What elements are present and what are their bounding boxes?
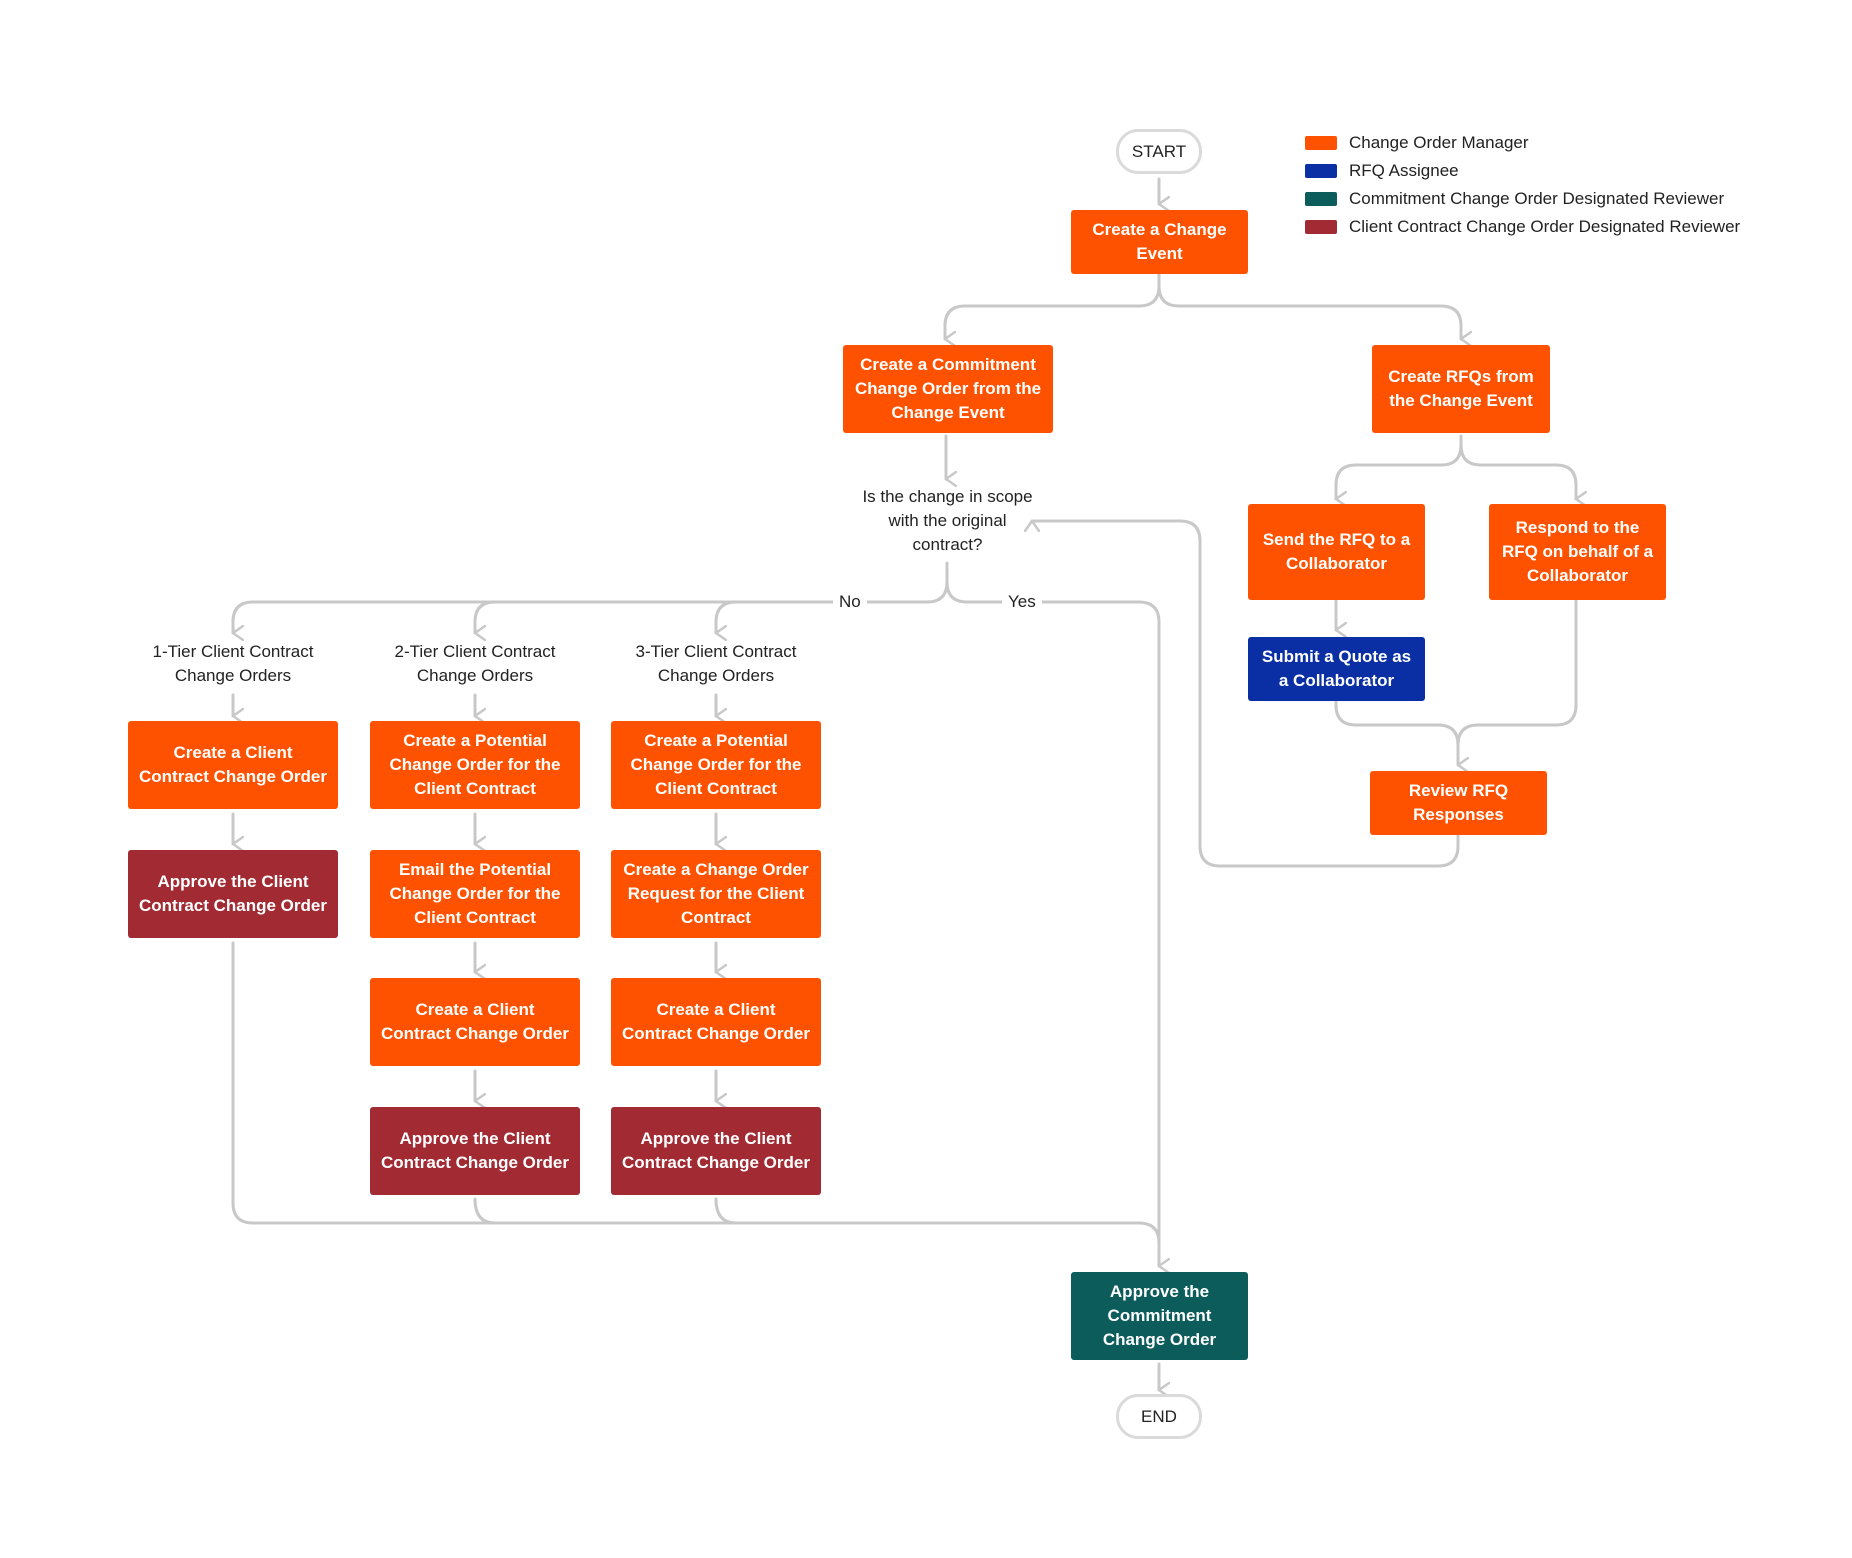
decision-in-scope: Is the change in scope with the original… xyxy=(862,487,1033,554)
edge-tier2-merge xyxy=(473,1197,497,1225)
edge-decision-no-tier1 xyxy=(231,561,949,633)
legend-item-rfq-assignee: RFQ Assignee xyxy=(1305,158,1459,184)
edge-review-to-decision xyxy=(1032,519,1460,868)
edge-change-event-to-rfqs xyxy=(1157,284,1461,339)
edge-decision-no-tier3 xyxy=(714,600,738,633)
edge-respond-to-review xyxy=(1456,598,1578,747)
edge-tier3-merge xyxy=(714,1197,738,1225)
node-tier2-create-pco: Create a Potential Change Order for the … xyxy=(370,721,580,809)
node-create-rfqs: Create RFQs from the Change Event xyxy=(1372,345,1550,433)
legend-item-commitment-reviewer: Commitment Change Order Designated Revie… xyxy=(1305,186,1724,212)
legend-item-change-order-manager: Change Order Manager xyxy=(1305,130,1529,156)
legend-label: RFQ Assignee xyxy=(1349,161,1459,180)
node-create-commitment-co: Create a Commitment Change Order from th… xyxy=(843,345,1053,433)
node-tier3-create-cco: Create a Client Contract Change Order xyxy=(611,978,821,1066)
tier2-header: 2-Tier Client Contract Change Orders xyxy=(394,642,556,685)
end-terminal: END xyxy=(1116,1394,1202,1439)
edge-tier1-merge xyxy=(231,941,1161,1245)
node-tier3-create-cor: Create a Change Order Request for the Cl… xyxy=(611,850,821,938)
edge-rfqs-to-respond xyxy=(1459,443,1576,499)
legend-swatch xyxy=(1305,164,1337,178)
edge-decision-yes xyxy=(945,580,1159,1266)
node-tier1-create-cco: Create a Client Contract Change Order xyxy=(128,721,338,809)
node-tier2-email-pco: Email the Potential Change Order for the… xyxy=(370,850,580,938)
edge-rfqs-to-send xyxy=(1334,434,1463,499)
legend-label: Change Order Manager xyxy=(1349,133,1529,152)
start-terminal: START xyxy=(1116,129,1202,174)
legend-swatch xyxy=(1305,192,1337,206)
legend-swatch xyxy=(1305,220,1337,234)
node-review-rfq: Review RFQ Responses xyxy=(1370,771,1547,835)
node-tier1-approve-cco: Approve the Client Contract Change Order xyxy=(128,850,338,938)
node-respond-rfq: Respond to the RFQ on behalf of a Collab… xyxy=(1489,504,1666,600)
edge-decision-no-tier2 xyxy=(473,600,497,633)
node-approve-commitment-co: Approve the Commitment Change Order xyxy=(1071,1272,1248,1360)
edge-label-yes: Yes xyxy=(1002,591,1042,613)
node-send-rfq: Send the RFQ to a Collaborator xyxy=(1248,504,1425,600)
tier1-header: 1-Tier Client Contract Change Orders xyxy=(152,642,314,685)
node-submit-quote: Submit a Quote as a Collaborator xyxy=(1248,637,1425,701)
legend-label: Client Contract Change Order Designated … xyxy=(1349,217,1741,236)
legend-label: Commitment Change Order Designated Revie… xyxy=(1349,189,1725,208)
node-create-change-event: Create a Change Event xyxy=(1071,210,1248,274)
legend-swatch xyxy=(1305,136,1337,150)
edge-change-event-to-commitment-co xyxy=(943,272,1161,339)
tier3-header: 3-Tier Client Contract Change Orders xyxy=(635,642,797,685)
node-tier2-create-cco: Create a Client Contract Change Order xyxy=(370,978,580,1066)
node-tier3-approve-cco: Approve the Client Contract Change Order xyxy=(611,1107,821,1195)
edge-label-no: No xyxy=(833,591,867,613)
edge-submit-to-review xyxy=(1334,700,1458,765)
legend-item-client-contract-reviewer: Client Contract Change Order Designated … xyxy=(1305,214,1740,240)
node-tier2-approve-cco: Approve the Client Contract Change Order xyxy=(370,1107,580,1195)
node-tier3-create-pco: Create a Potential Change Order for the … xyxy=(611,721,821,809)
